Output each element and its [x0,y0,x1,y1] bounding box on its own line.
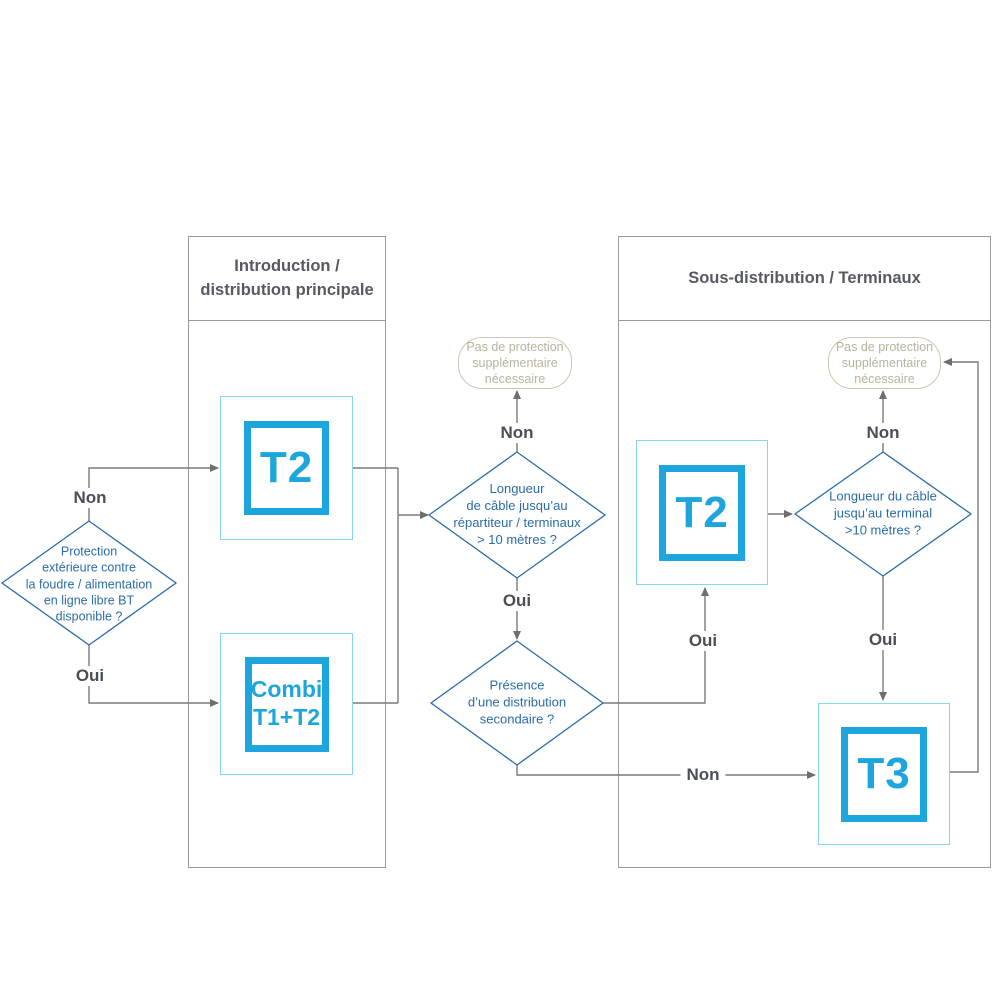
edge-label-exterior-non: Non [67,488,113,508]
edge-label-terminal-oui: Oui [862,630,904,650]
connector-secondary-oui-to-t2-right [603,587,709,704]
node-combi-t1-t2-label: Combi T1+T2 [244,656,329,752]
node-t3: T3 [818,703,950,845]
decision-cable-length-distributor-text: Longueur de câble jusqu’au répartiteur /… [453,481,581,547]
left-column-title: Introduction / distribution principale [189,237,385,321]
edge-label-mid-non: Non [494,423,540,443]
decision-secondary-distribution-shape [429,640,605,766]
node-combi-t1-t2: Combi T1+T2 [220,633,353,775]
decision-cable-length-terminal-text: Longueur du câble jusqu’au terminal >10 … [829,488,937,538]
node-t2-left: T2 [220,396,353,540]
node-t3-label: T3 [841,726,927,822]
node-t2-right-label: T2 [659,464,745,561]
connector-secondary-non-to-t3 [516,765,816,779]
decision-cable-length-terminal-shape [793,451,973,577]
decision-exterior-protection-shape [0,520,178,646]
terminator-no-extra-protection-mid: Pas de protection supplémentaire nécessa… [458,337,572,389]
terminator-no-extra-protection-right: Pas de protection supplémentaire nécessa… [828,337,941,389]
edge-label-terminal-non: Non [860,423,906,443]
connector-t3-loopback-to-terminator [943,358,979,773]
decision-cable-length-distributor-shape [427,451,607,579]
edge-label-secondary-oui: Oui [682,631,724,651]
edge-label-exterior-oui: Oui [69,666,111,686]
right-column-title: Sous-distribution / Terminaux [619,237,990,321]
connector-exterior-oui-to-combi [88,645,219,707]
decision-exterior-protection-text: Protection extérieure contre la foudre /… [25,544,153,624]
decision-secondary-distribution-text: Présence d’une distribution secondaire ? [467,677,567,727]
node-t2-right: T2 [636,440,768,585]
edge-label-secondary-non: Non [680,765,726,785]
node-t2-left-label: T2 [244,421,329,515]
edge-label-mid-oui: Oui [496,591,538,611]
